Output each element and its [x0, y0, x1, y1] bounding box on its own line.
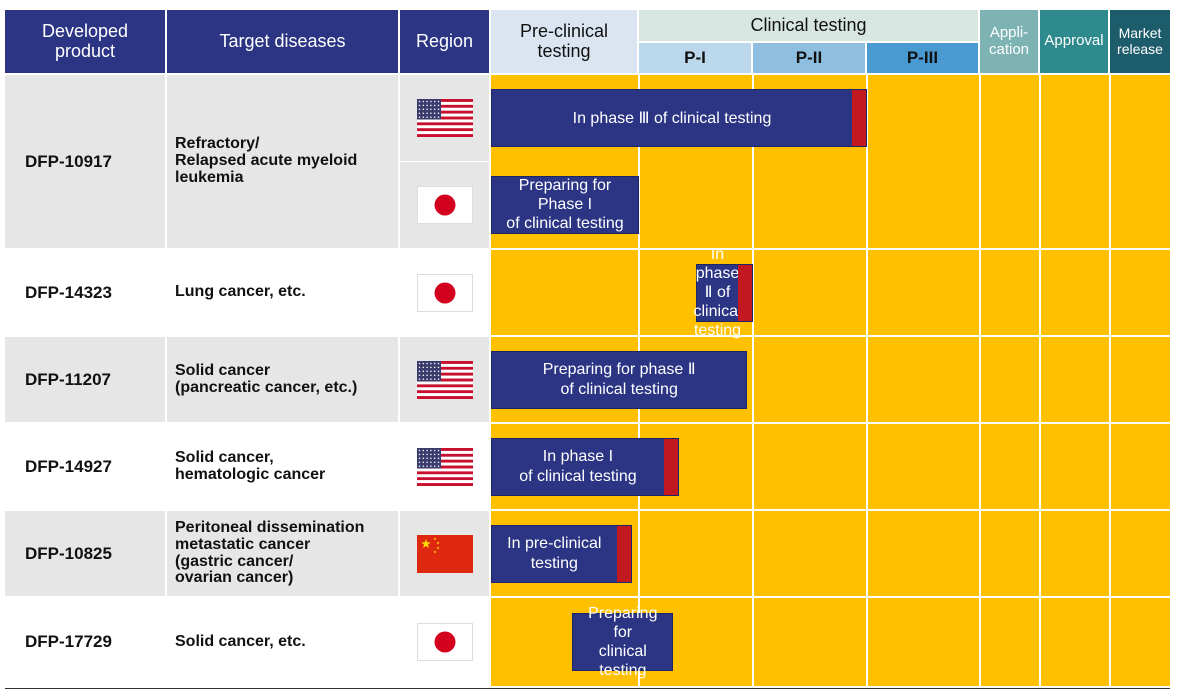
product-name-cell: DFP-10917	[5, 75, 165, 248]
us-flag-icon	[416, 447, 473, 486]
header-preclinical: Pre-clinical testing	[491, 10, 637, 73]
status-label: Preparing for Phase I of clinical testin…	[506, 176, 624, 233]
region-cell	[400, 250, 489, 335]
stage-gridline	[1109, 75, 1111, 686]
header-clinical-testing: Clinical testing	[639, 10, 978, 41]
china-flag-icon	[416, 534, 473, 573]
header-product: Developed product	[5, 10, 165, 73]
status-label: Preparing for phase Ⅱ of clinical testin…	[542, 361, 696, 398]
header-approval: Approval	[1040, 10, 1108, 73]
progress-marker	[738, 264, 752, 321]
status-label: In phase Ⅱ of clinical testing	[693, 245, 742, 340]
japan-flag-icon	[416, 623, 473, 661]
target-disease-cell: Solid cancer, hematologic cancer	[167, 424, 398, 509]
product-name-cell: DFP-11207	[5, 337, 165, 422]
row-separator	[5, 335, 1170, 337]
target-disease-cell: Refractory/ Relapsed acute myeloid leuke…	[167, 75, 398, 248]
japan-flag-icon	[416, 185, 473, 224]
region-cell	[400, 511, 489, 596]
region-cell	[400, 75, 489, 162]
product-name-cell: DFP-14323	[5, 250, 165, 335]
region-cell	[400, 337, 489, 422]
progress-marker	[663, 438, 678, 495]
us-flag-icon	[416, 360, 473, 399]
status-bar: In phase I of clinical testing	[491, 437, 679, 496]
status-bar: Preparing for Phase I of clinical testin…	[491, 175, 639, 234]
progress-marker	[616, 525, 631, 582]
region-cell	[400, 598, 489, 686]
row-separator	[5, 509, 1170, 511]
header-p1: P-I	[639, 43, 751, 73]
header-target-diseases: Target diseases	[167, 10, 398, 73]
status-label: In pre-clinical testing	[507, 535, 602, 572]
status-bar: Preparing for clinical testing	[572, 605, 674, 679]
status-label: In phase I of clinical testing	[519, 448, 637, 485]
header-region: Region	[400, 10, 489, 73]
stage-gridline	[866, 75, 868, 686]
stage-gridline	[752, 75, 754, 686]
target-disease-cell: Solid cancer, etc.	[167, 598, 398, 686]
region-cell	[400, 161, 489, 248]
product-name-cell: DFP-14927	[5, 424, 165, 509]
stage-gridline	[979, 75, 981, 686]
stage-gridline	[1039, 75, 1041, 686]
status-bar: In pre-clinical testing	[491, 524, 632, 583]
row-separator	[5, 686, 1170, 688]
status-bar: In phase Ⅱ of clinical testing	[694, 246, 753, 339]
header-p2: P-II	[753, 43, 865, 73]
header-market-release: Market release	[1110, 10, 1170, 73]
product-name-cell: DFP-17729	[5, 598, 165, 686]
japan-flag-icon	[416, 273, 473, 312]
status-label: In phase Ⅲ of clinical testing	[572, 109, 772, 127]
target-disease-cell: Solid cancer (pancreatic cancer, etc.)	[167, 337, 398, 422]
target-disease-cell: Peritoneal dissemination metastatic canc…	[167, 511, 398, 596]
status-bar: Preparing for phase Ⅱ of clinical testin…	[491, 350, 748, 409]
row-separator	[5, 422, 1170, 424]
progress-marker	[852, 90, 866, 147]
header-application: Appli- cation	[980, 10, 1038, 73]
status-label: Preparing for clinical testing	[588, 604, 658, 680]
target-disease-cell: Lung cancer, etc.	[167, 250, 398, 335]
region-cell	[400, 424, 489, 509]
status-bar: In phase Ⅲ of clinical testing	[491, 89, 867, 148]
header-p3: P-III	[867, 43, 978, 73]
us-flag-icon	[416, 99, 473, 138]
product-name-cell: DFP-10825	[5, 511, 165, 596]
row-separator	[5, 248, 1170, 250]
row-separator	[5, 596, 1170, 598]
